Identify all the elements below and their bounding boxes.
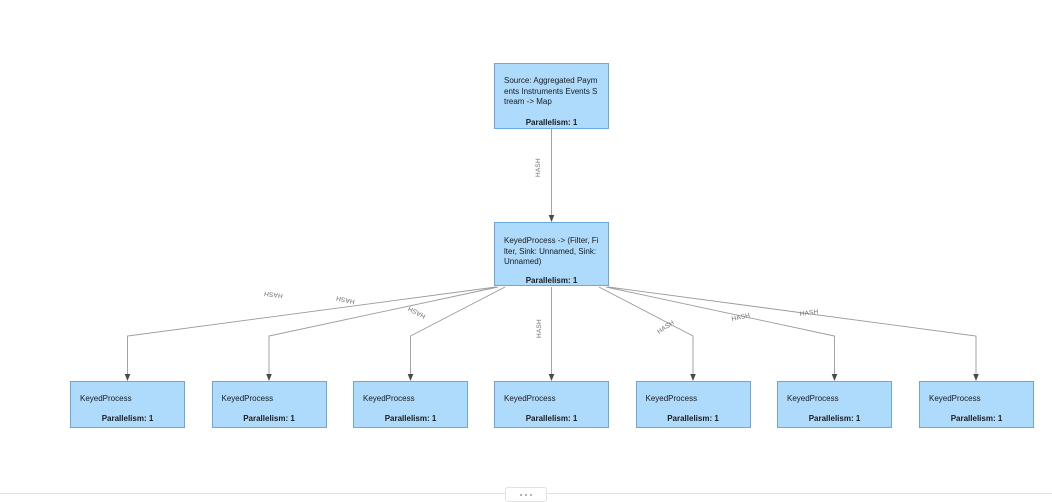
- node-keyedprocess-2-title: KeyedProcess: [221, 394, 274, 403]
- edge-arrowhead-leaf-3: [407, 374, 414, 381]
- node-keyedprocess-6-parallelism: Parallelism: 1: [808, 413, 861, 423]
- graph-node-keyedprocess-4[interactable]: KeyedProcess Parallelism: 1: [494, 381, 609, 428]
- node-keyedprocess-7-title: KeyedProcess: [929, 394, 981, 403]
- edge-label-fanout-2: HASH: [335, 294, 355, 305]
- edge-fanout-5: [598, 286, 694, 377]
- node-keyedprocess-4-parallelism: Parallelism: 1: [525, 413, 578, 423]
- drag-dot-2: [525, 493, 527, 496]
- edge-label-fanout-6: HASH: [731, 312, 751, 323]
- node-keyedprocess-3-title: KeyedProcess: [363, 394, 415, 403]
- node-keyedprocess-3-parallelism: Parallelism: 1: [384, 413, 437, 423]
- edge-arrowhead-leaf-5: [690, 374, 696, 381]
- graph-node-keyedprocess-1[interactable]: KeyedProcess Parallelism: 1: [70, 381, 185, 428]
- edge-label-fanout-4: HASH: [536, 319, 543, 338]
- node-keyedprocess-7-parallelism: Parallelism: 1: [950, 413, 1003, 423]
- node-source-parallelism: Parallelism: 1: [525, 117, 578, 127]
- bottom-splitter-divider: [0, 487, 1052, 502]
- edge-fanout-2: [268, 286, 499, 377]
- drag-dot-1: [520, 493, 522, 496]
- edge-label-fanout-3: HASH: [407, 304, 427, 319]
- graph-node-keyedprocess-7[interactable]: KeyedProcess Parallelism: 1: [919, 381, 1034, 428]
- edge-arrowhead-leaf-2: [266, 374, 272, 381]
- node-keyedprocess-5-title: KeyedProcess: [645, 394, 698, 403]
- graph-node-keyedprocess-5[interactable]: KeyedProcess Parallelism: 1: [635, 381, 751, 428]
- edge-label-fanout-7: HASH: [799, 309, 819, 318]
- graph-node-keyedprocess-sinks[interactable]: KeyedProcess -> (Filter, Filter, Sink: U…: [494, 222, 609, 286]
- edge-fanout-7: [607, 286, 977, 377]
- edge-arrowhead-leaf-1: [124, 374, 131, 381]
- drag-dot-3: [530, 493, 532, 496]
- node-keyedprocess-1-parallelism: Parallelism: 1: [101, 413, 154, 423]
- graph-node-keyedprocess-2[interactable]: KeyedProcess Parallelism: 1: [211, 381, 327, 428]
- edge-arrowhead-keyedprocess: [548, 215, 555, 222]
- node-keyedprocess-6-title: KeyedProcess: [787, 394, 839, 403]
- node-keyedprocess-1-title: KeyedProcess: [80, 394, 132, 403]
- edge-arrowhead-leaf-4: [548, 374, 555, 381]
- graph-node-keyedprocess-6[interactable]: KeyedProcess Parallelism: 1: [777, 381, 892, 428]
- node-keyedprocess-5-parallelism: Parallelism: 1: [667, 413, 719, 423]
- node-keyedprocess-sinks-title: KeyedProcess -> (Filter, Filter, Sink: U…: [504, 236, 599, 266]
- edge-arrowhead-leaf-6: [831, 374, 838, 381]
- edge-label-fanout-1: HASH: [264, 290, 284, 299]
- edge-fanout-1: [127, 286, 497, 377]
- graph-node-source[interactable]: Source: Aggregated Payments Instruments …: [494, 63, 609, 129]
- edge-fanout-6: [605, 286, 835, 377]
- node-keyedprocess-sinks-parallelism: Parallelism: 1: [525, 275, 578, 285]
- edge-fanout-3: [410, 286, 506, 377]
- graph-node-keyedprocess-3[interactable]: KeyedProcess Parallelism: 1: [353, 381, 468, 428]
- node-keyedprocess-4-title: KeyedProcess: [504, 394, 556, 403]
- edge-label-source-to-keyedprocess: HASH: [535, 158, 542, 177]
- edge-arrowhead-leaf-7: [973, 374, 979, 381]
- node-source-title: Source: Aggregated Payments Instruments …: [504, 76, 598, 106]
- node-keyedprocess-2-parallelism: Parallelism: 1: [243, 413, 295, 423]
